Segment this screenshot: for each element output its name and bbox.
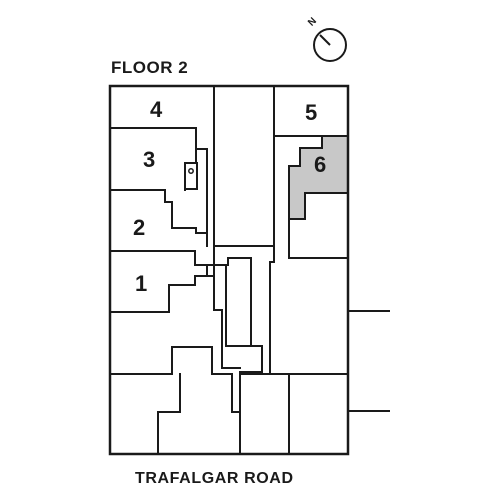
building-outline xyxy=(108,84,350,456)
unit-6-label[interactable]: 6 xyxy=(314,152,326,177)
compass-icon: N xyxy=(306,16,347,62)
floor-title: FLOOR 2 xyxy=(111,58,188,77)
unit-4-label[interactable]: 4 xyxy=(150,97,163,122)
unit-6-area[interactable] xyxy=(288,135,349,220)
unit-1-label[interactable]: 1 xyxy=(135,271,147,296)
unit-3-label[interactable]: 3 xyxy=(143,147,155,172)
unit-2-label[interactable]: 2 xyxy=(133,215,145,240)
interior-walls xyxy=(109,85,390,455)
unit-5-label[interactable]: 5 xyxy=(305,100,317,125)
road-label: TRAFALGAR ROAD xyxy=(135,470,294,487)
compass-north-label: N xyxy=(306,16,319,29)
